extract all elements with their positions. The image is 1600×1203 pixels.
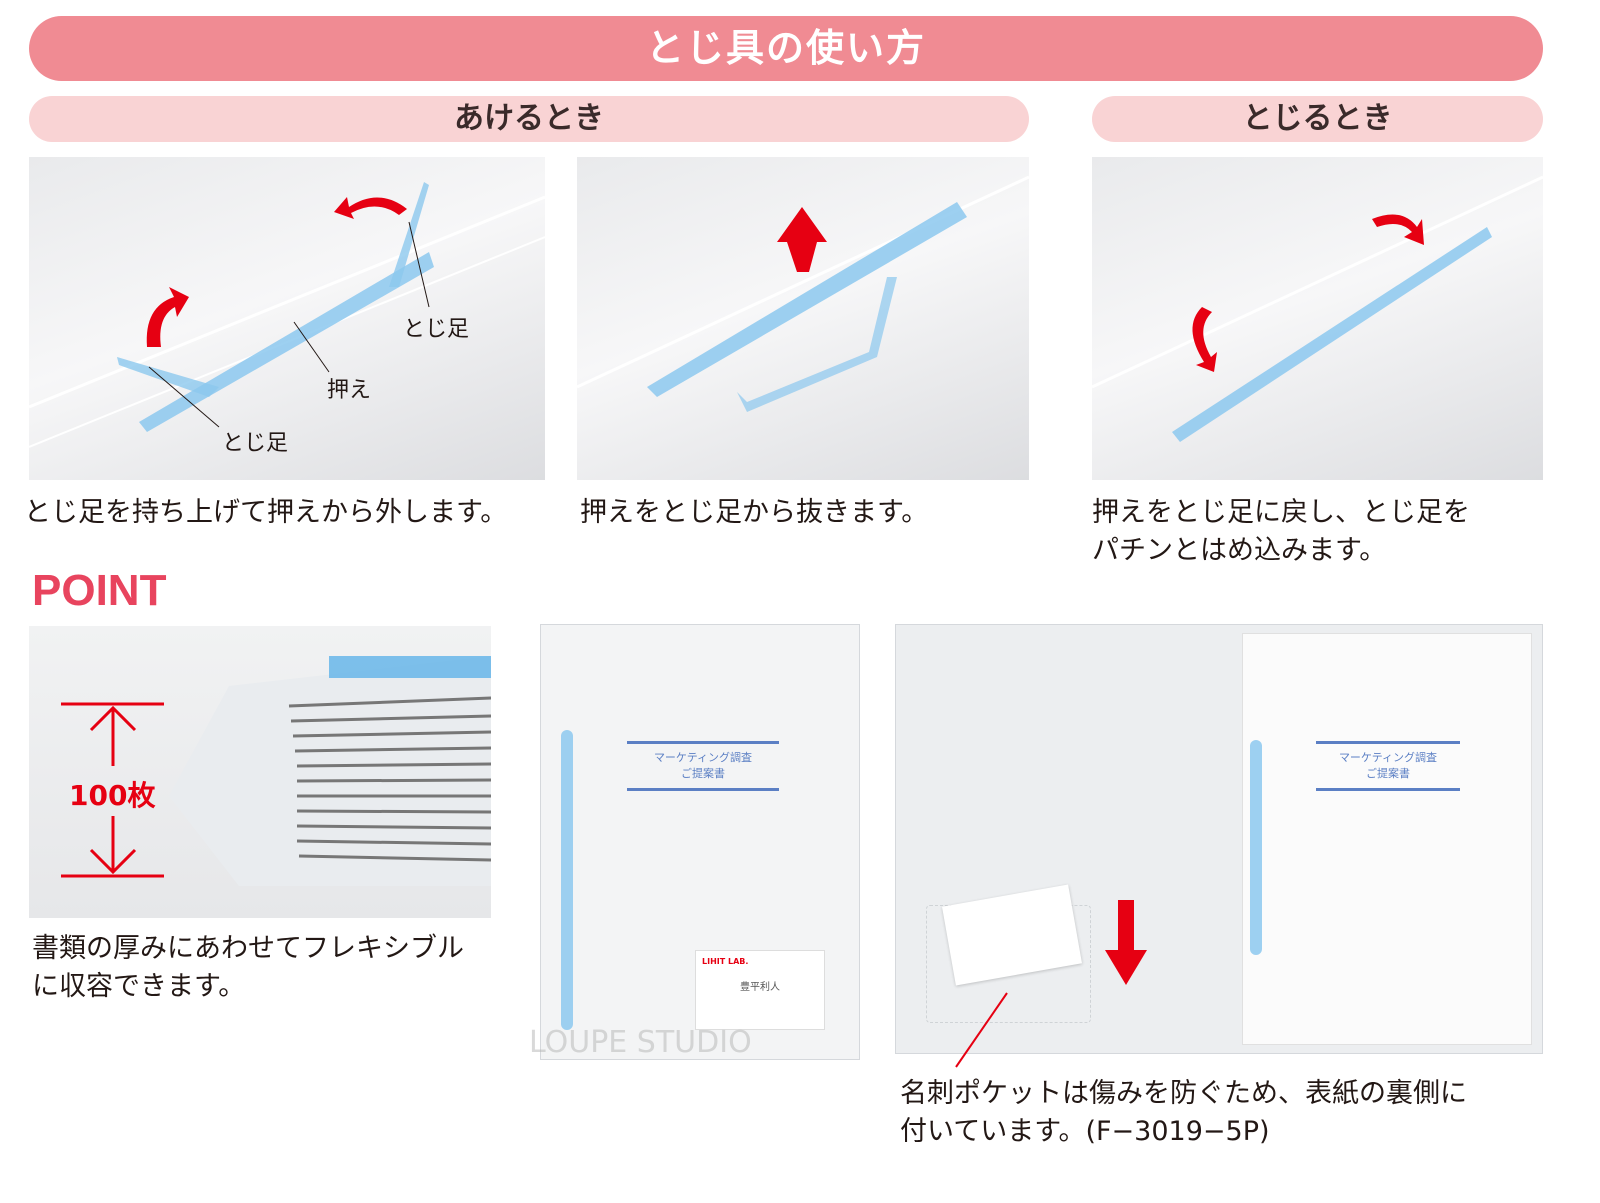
- closing-heading: とじるとき: [1092, 96, 1543, 142]
- arrow-icon: [146, 287, 189, 347]
- doc-title-line: ご提案書: [681, 767, 725, 780]
- fastener-open-illustration: [29, 182, 545, 448]
- label-presser: 押え: [327, 378, 372, 403]
- thickness-label: 100枚: [69, 779, 156, 812]
- arrow-icon: [1192, 307, 1217, 372]
- folder-front-photo: マーケティング調査 ご提案書 LIHIT LAB. 豊平利人 LOUPE STU…: [529, 624, 860, 1060]
- arrow-down-icon: [1105, 900, 1147, 985]
- business-card: LIHIT LAB. 豊平利人: [695, 950, 825, 1030]
- doc-title-line: マーケティング調査: [653, 751, 753, 764]
- step3-photo: [1092, 157, 1543, 480]
- document-page: [1242, 633, 1532, 1045]
- fastener-image: [561, 730, 573, 1030]
- paper-stack-illustration: [61, 656, 491, 886]
- step3-caption: 押えをとじ足に戻し、とじ足を パチンとはめ込みます。: [1092, 494, 1470, 570]
- opening-heading: あけるとき: [29, 96, 1029, 142]
- card-name: 豊平利人: [740, 982, 780, 993]
- label-leg: とじ足: [403, 317, 470, 342]
- arrow-icon: [334, 197, 407, 219]
- pocket-caption: 名刺ポケットは傷みを防ぐため、表紙の裏側に 付いています。(F−3019−5P): [900, 1075, 1467, 1151]
- caption-line: 書類の厚みにあわせてフレキシブル: [32, 933, 464, 964]
- fastener-close-illustration: [1092, 175, 1543, 442]
- document-title: マーケティング調査 ご提案書: [627, 741, 779, 791]
- point-heading: POINT: [32, 566, 167, 615]
- page-title: とじ具の使い方: [29, 16, 1543, 81]
- arrow-up-icon: [777, 207, 827, 272]
- folder-open-photo: マーケティング調査 ご提案書: [895, 624, 1543, 1054]
- document-title: マーケティング調査 ご提案書: [1316, 741, 1460, 791]
- caption-line: 名刺ポケットは傷みを防ぐため、表紙の裏側に: [900, 1078, 1467, 1109]
- doc-title-line: マーケティング調査: [1338, 751, 1438, 764]
- caption-line: 付いています。(F−3019−5P): [900, 1116, 1270, 1147]
- fastener-removed-illustration: [577, 175, 1029, 412]
- step1-photo: とじ足 押え とじ足: [29, 157, 545, 480]
- caption-line: に収容できます。: [32, 971, 246, 1002]
- thickness-arrow-icon: [61, 702, 164, 878]
- fastener-image: [1250, 740, 1262, 955]
- step1-caption: とじ足を持ち上げて押えから外します。: [24, 497, 508, 528]
- step2-caption: 押えをとじ足から抜きます。: [580, 497, 929, 528]
- paper-stack-photo: 100枚: [29, 626, 491, 918]
- arrow-icon: [1372, 214, 1424, 245]
- watermark: LOUPE STUDIO: [529, 1025, 752, 1060]
- label-leg: とじ足: [222, 431, 289, 456]
- step2-photo: [577, 157, 1029, 480]
- pointer-line: [955, 992, 1008, 1068]
- card-brand: LIHIT LAB.: [702, 957, 749, 966]
- point-caption: 書類の厚みにあわせてフレキシブル に収容できます。: [32, 930, 464, 1006]
- doc-title-line: ご提案書: [1366, 767, 1410, 780]
- caption-line: パチンとはめ込みます。: [1092, 535, 1387, 566]
- caption-line: 押えをとじ足に戻し、とじ足を: [1092, 497, 1470, 528]
